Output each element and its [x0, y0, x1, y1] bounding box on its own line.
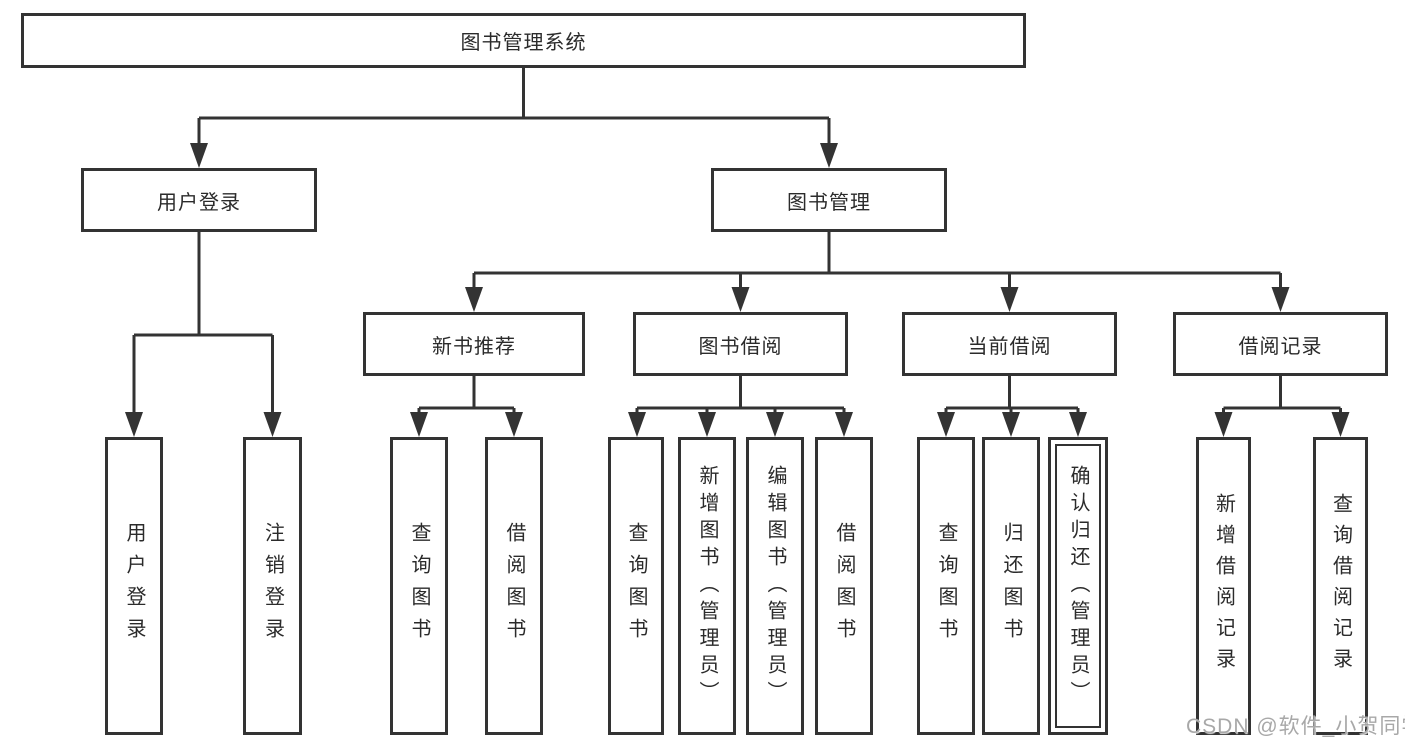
arrow-down-icon — [1271, 287, 1290, 312]
node-label: 新增图书（管理员） — [696, 464, 718, 708]
arrow-down-icon — [937, 412, 955, 437]
node-leaf-cb-confirm-return-admin: 确认归还（管理员） — [1048, 437, 1108, 735]
node-current-borrow: 当前借阅 — [902, 312, 1117, 376]
node-label: 编辑图书（管理员） — [764, 464, 786, 708]
arrow-down-icon — [263, 412, 282, 437]
connector-borrow-record-branch — [1214, 376, 1350, 437]
node-label: 用户登录 — [157, 191, 241, 214]
arrow-down-icon — [698, 412, 716, 437]
connector-book-borrow-branch — [628, 376, 853, 437]
node-label: 查询图书 — [625, 522, 647, 650]
connector-new-book-rec-branch — [410, 376, 523, 437]
arrow-down-icon — [1331, 412, 1350, 437]
watermark: CSDN @软件_小贺同学 — [1186, 715, 1405, 738]
arrow-down-icon — [820, 143, 838, 168]
node-leaf-user-login: 用户登录 — [105, 437, 163, 735]
arrow-down-icon — [410, 412, 428, 437]
node-label: 借阅记录 — [1238, 335, 1323, 358]
node-leaf-logout: 注销登录 — [243, 437, 302, 735]
node-label: 确认归还（管理员） — [1067, 464, 1089, 708]
node-label: 借阅图书 — [503, 522, 525, 650]
arrow-down-icon — [1000, 287, 1019, 312]
node-label: 图书管理系统 — [460, 32, 587, 54]
arrow-down-icon — [1002, 412, 1020, 437]
node-book-borrow: 图书借阅 — [633, 312, 848, 376]
connector-user-login-branch — [125, 232, 282, 437]
node-leaf-rec-query-book: 查询图书 — [390, 437, 448, 735]
node-borrow-record: 借阅记录 — [1173, 312, 1388, 376]
node-leaf-bb-borrow-book: 借阅图书 — [815, 437, 873, 735]
node-label: 新增借阅记录 — [1212, 493, 1235, 679]
node-label: 借阅图书 — [833, 522, 855, 650]
node-leaf-br-query-record: 查询借阅记录 — [1313, 437, 1368, 735]
node-label: 查询借阅记录 — [1329, 493, 1352, 679]
node-root: 图书管理系统 — [21, 13, 1026, 68]
arrow-down-icon — [766, 412, 784, 437]
node-label: 当前借阅 — [967, 335, 1052, 358]
node-label: 图书管理 — [787, 191, 871, 214]
node-label: 归还图书 — [1000, 522, 1022, 650]
node-book-mgmt: 图书管理 — [711, 168, 947, 232]
node-leaf-br-add-record: 新增借阅记录 — [1196, 437, 1251, 735]
node-new-book-rec: 新书推荐 — [363, 312, 585, 376]
node-leaf-bb-query-book: 查询图书 — [608, 437, 664, 735]
arrow-down-icon — [190, 143, 208, 168]
connector-book-mgmt-to-level3 — [465, 232, 1290, 312]
arrow-down-icon — [731, 287, 750, 312]
node-label: 图书借阅 — [698, 335, 783, 358]
node-leaf-cb-query-book: 查询图书 — [917, 437, 975, 735]
node-leaf-bb-add-book-admin: 新增图书（管理员） — [678, 437, 736, 735]
node-label: 新书推荐 — [432, 335, 516, 358]
arrow-down-icon — [125, 412, 143, 437]
connector-current-borrow-branch — [937, 376, 1087, 437]
arrow-down-icon — [1069, 412, 1087, 437]
node-leaf-rec-borrow-book: 借阅图书 — [485, 437, 543, 735]
node-user-login: 用户登录 — [81, 168, 317, 232]
connector-root-to-level2 — [190, 68, 838, 168]
node-leaf-bb-edit-book-admin: 编辑图书（管理员） — [746, 437, 804, 735]
arrow-down-icon — [1214, 412, 1233, 437]
node-leaf-cb-return-book: 归还图书 — [982, 437, 1040, 735]
arrow-down-icon — [465, 287, 483, 312]
node-label: 注销登录 — [261, 522, 284, 650]
node-label: 查询图书 — [408, 522, 430, 650]
arrow-down-icon — [835, 412, 853, 437]
arrow-down-icon — [505, 412, 523, 437]
node-label: 用户登录 — [123, 522, 145, 650]
arrow-down-icon — [628, 412, 646, 437]
node-label: 查询图书 — [935, 522, 957, 650]
